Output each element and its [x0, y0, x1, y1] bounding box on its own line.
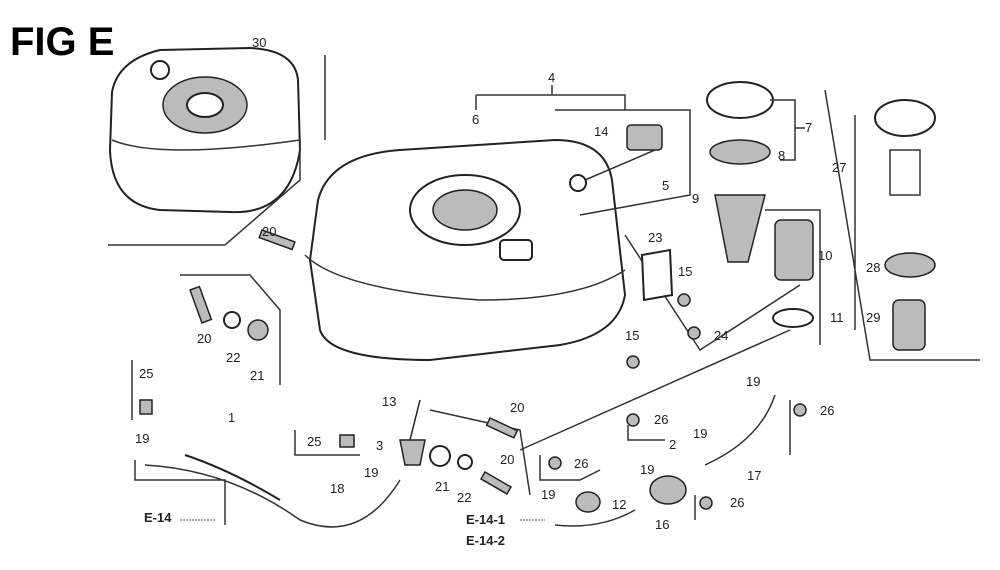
part-fuel-cock	[399, 399, 426, 466]
group-bracket	[134, 430, 360, 525]
part-cap-tether	[889, 149, 921, 196]
part-plate	[640, 248, 674, 302]
callout-20: 20	[500, 452, 514, 467]
callout-16: 16	[655, 517, 669, 532]
callout-20: 20	[510, 400, 524, 415]
callout-11: 11	[830, 310, 844, 325]
callout-19: 19	[640, 462, 654, 477]
callout-13: 13	[382, 394, 396, 409]
callout-28: 28	[866, 260, 880, 275]
gauge-arm	[584, 149, 656, 181]
callout-26: 26	[574, 456, 588, 471]
callout-26: 26	[730, 495, 744, 510]
callout-23: 23	[648, 230, 662, 245]
ref-e-14-1[interactable]: E-14-1	[466, 512, 505, 527]
part-fuel-cap	[706, 81, 774, 119]
figure-title: FIG E	[10, 20, 114, 64]
part-hose-16	[554, 509, 636, 527]
part-hose-17	[704, 394, 776, 466]
callout-25: 25	[307, 434, 321, 449]
callout-8: 8	[778, 148, 785, 163]
group-bracket	[131, 329, 791, 496]
leader-4	[475, 85, 626, 110]
group-bracket	[555, 109, 691, 216]
callout-1: 1	[228, 410, 235, 425]
part-fuel-cap-alt	[874, 99, 936, 137]
callout-25: 25	[139, 366, 153, 381]
callout-19: 19	[693, 426, 707, 441]
part-filter	[774, 219, 814, 281]
part-float	[569, 174, 587, 192]
part-fuel-filter	[649, 475, 687, 505]
ref-e-14[interactable]: E-14	[144, 510, 172, 525]
part-fuel-gauge	[626, 124, 663, 151]
callout-15: 15	[625, 328, 639, 343]
callout-3: 3	[376, 438, 383, 453]
leader-7	[770, 99, 805, 161]
callout-15: 15	[678, 264, 692, 279]
ref-e-14-2[interactable]: E-14-2	[466, 533, 505, 548]
callout-26: 26	[654, 412, 668, 427]
callout-6: 6	[472, 112, 479, 127]
callout-18: 18	[330, 481, 344, 496]
part-tank-cover	[108, 46, 302, 214]
callout-17: 17	[747, 468, 761, 483]
callout-7: 7	[805, 120, 812, 135]
group-bracket	[765, 209, 821, 345]
callout-21: 21	[250, 368, 264, 383]
callout-27: 27	[832, 160, 846, 175]
callout-12: 12	[612, 497, 626, 512]
group-bracket	[180, 274, 281, 385]
callout-19: 19	[364, 465, 378, 480]
part-strainer-alt	[892, 299, 926, 351]
callout-26: 26	[820, 403, 834, 418]
group-bracket	[539, 400, 791, 520]
callout-9: 9	[692, 191, 699, 206]
callout-4: 4	[548, 70, 555, 85]
callout-5: 5	[662, 178, 669, 193]
part-strainer	[714, 194, 766, 263]
part-filter-holder	[772, 308, 814, 328]
callout-22: 22	[226, 350, 240, 365]
callout-30: 30	[252, 35, 266, 50]
callout-10: 10	[818, 248, 832, 263]
callout-labels: 30 4 6 14 7 8 5 9 27 10 28 11 29 20 23 1…	[135, 35, 880, 548]
callout-20: 20	[262, 224, 276, 239]
part-hose-18	[144, 464, 401, 528]
group-bracket	[824, 89, 980, 361]
part-fuel-tank	[304, 138, 627, 362]
callout-24: 24	[714, 328, 728, 343]
callout-2: 2	[669, 437, 676, 452]
part-hose-1	[184, 454, 281, 501]
callout-19: 19	[746, 374, 760, 389]
part-cap-gasket	[709, 139, 771, 165]
part-grommet	[575, 491, 601, 513]
callout-19: 19	[541, 487, 555, 502]
group-bracket	[108, 55, 326, 246]
callout-19: 19	[135, 431, 149, 446]
callout-14: 14	[594, 124, 608, 139]
callout-29: 29	[866, 310, 880, 325]
callout-20: 20	[197, 331, 211, 346]
callout-21: 21	[435, 479, 449, 494]
part-gasket-alt	[884, 252, 936, 278]
callout-22: 22	[457, 490, 471, 505]
